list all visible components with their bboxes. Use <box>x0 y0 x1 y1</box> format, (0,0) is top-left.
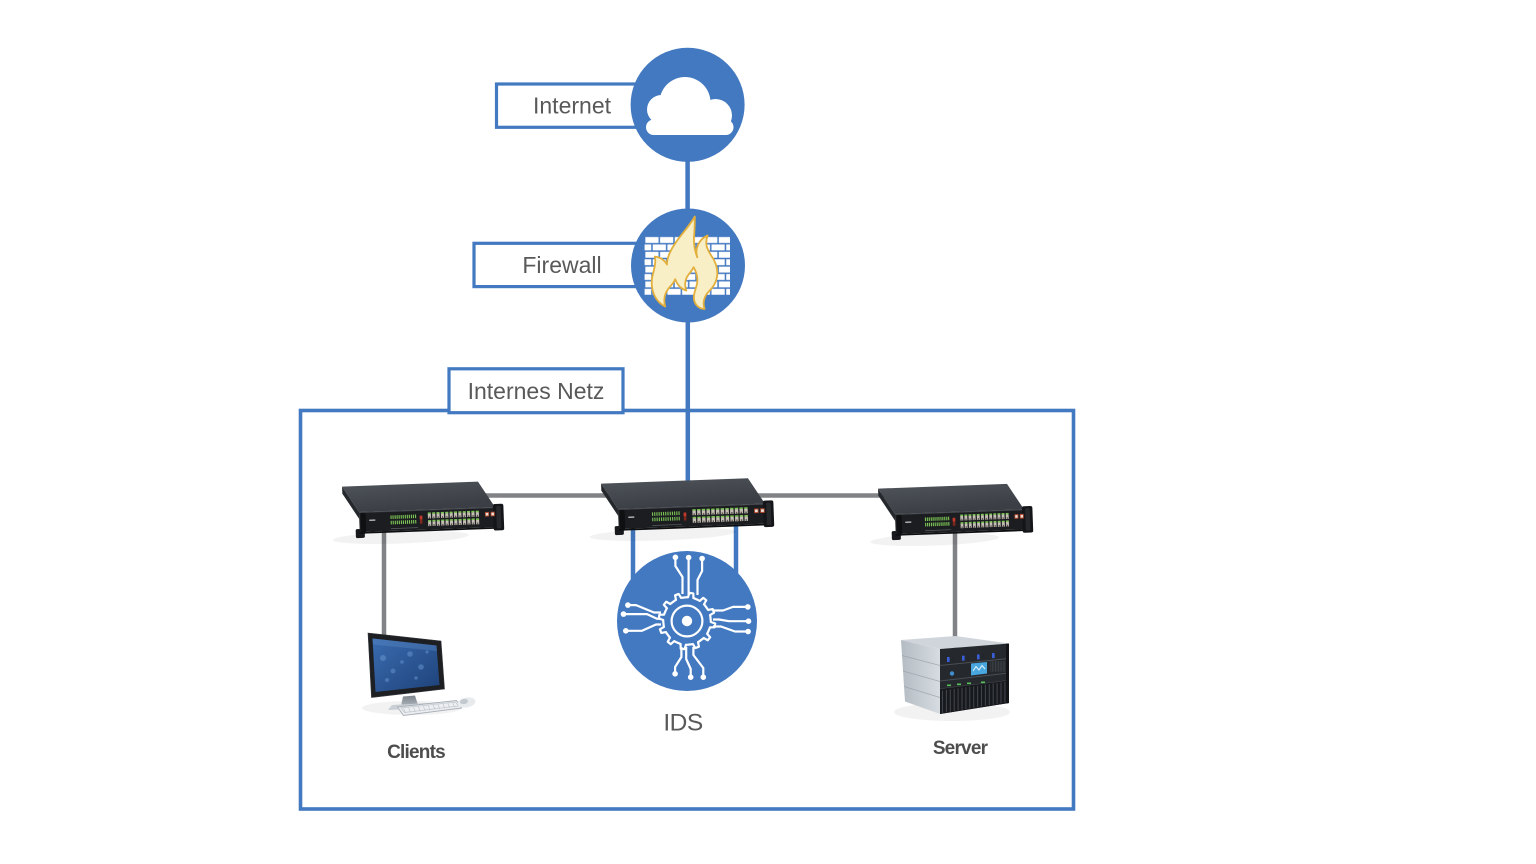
svg-text:Internet: Internet <box>533 93 612 119</box>
svg-text:Internes Netz: Internes Netz <box>468 378 605 404</box>
svg-text:IDS: IDS <box>663 710 703 737</box>
svg-text:Firewall: Firewall <box>522 252 601 278</box>
svg-text:Clients: Clients <box>387 742 445 763</box>
svg-text:Server: Server <box>933 738 989 759</box>
